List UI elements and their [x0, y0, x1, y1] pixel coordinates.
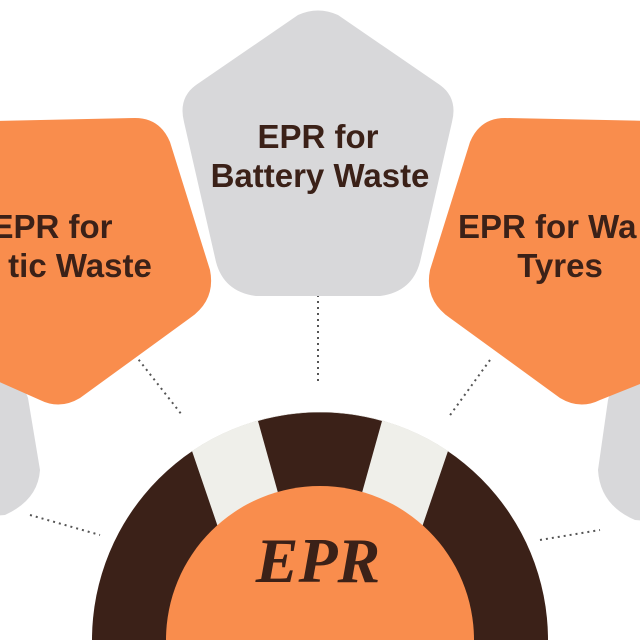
node-top-line1: EPR for [257, 118, 378, 155]
far-left-pentagon [0, 374, 40, 516]
node-right-line2: Tyres [517, 247, 603, 284]
pentagon-top [182, 10, 454, 296]
pentagon-left [0, 118, 211, 405]
dial-center [166, 486, 474, 640]
connector-right [447, 359, 491, 419]
node-left-line1: EPR for [0, 208, 113, 245]
node-right-line1: EPR for Wa [458, 208, 637, 245]
connector-left [134, 354, 183, 416]
center-dial [92, 411, 548, 640]
connector-far-right [539, 529, 601, 541]
node-left-line2: tic Waste [8, 247, 152, 284]
connectors [29, 295, 601, 541]
far-right-pentagon [598, 374, 640, 521]
connector-far-left [29, 514, 101, 536]
node-top-line2: Battery Waste [211, 157, 430, 194]
pentagon-right [429, 118, 640, 405]
center-label: EPR [255, 525, 380, 596]
dial-segment-top [258, 412, 382, 500]
